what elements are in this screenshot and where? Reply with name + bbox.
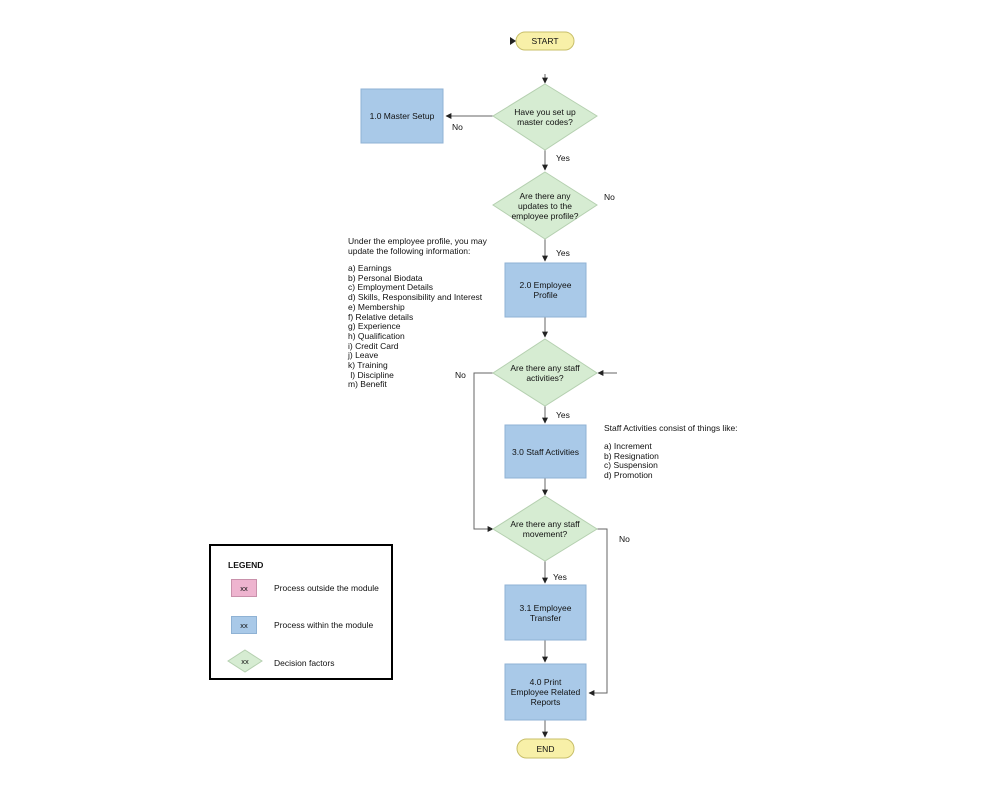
list-item: j) Leave (348, 350, 379, 361)
staff-movement-question: Are there any staff movement? (493, 496, 597, 561)
legend-box: LEGEND xx Process outside the module xx … (209, 544, 393, 680)
profile-updates-line3: employee profile? (511, 210, 579, 221)
decision-master-codes (492, 83, 598, 151)
legend-swatch-within: xx (231, 616, 257, 634)
profile-note-line1: Under the employee profile, you may (348, 236, 487, 246)
employee-profile-label: 2.0 Employee Profile (505, 263, 586, 317)
staff-activities-question: Are there any staff activities? (493, 339, 597, 406)
process-employee-profile (504, 262, 587, 318)
legend-title: LEGEND (228, 560, 264, 570)
decision-profile-updates (492, 171, 598, 240)
print-reports-line3: Reports (530, 697, 561, 707)
profile-note-list: a) Earnings b) Personal Biodata c) Emplo… (348, 263, 483, 390)
process-staff-activities (504, 424, 587, 479)
list-item: b) Resignation (604, 450, 659, 461)
legend-within-label: Process within the module (274, 620, 374, 630)
profile-updates-question: Are there any updates to the employee pr… (493, 172, 597, 239)
staff-movement-line1: Are there any staff (510, 518, 580, 529)
staff-activities-q-line1: Are there any staff (510, 362, 580, 373)
edge-label-yes-profile: Yes (556, 248, 570, 258)
staff-activities-label: 3.0 Staff Activities (512, 446, 579, 457)
master-codes-line2: master codes? (517, 117, 573, 127)
edge-label-no-profile: No (604, 192, 615, 202)
staff-activities-q-line2: activities? (526, 372, 564, 383)
master-codes-question: Have you set up master codes? (493, 84, 597, 150)
legend-decision-label: Decision factors (274, 658, 335, 668)
legend-decision-diamond (227, 649, 263, 673)
start-label: START (531, 36, 559, 46)
edge-label-no-movement: No (619, 534, 630, 544)
profile-note-line2: update the following information: (348, 246, 471, 256)
employee-profile-line1: 2.0 Employee (519, 280, 572, 290)
list-item: a) Earnings (348, 263, 392, 273)
activities-note-title: Staff Activities consist of things like: (604, 423, 738, 433)
flow-connectors (445, 74, 617, 738)
end-terminator (516, 738, 575, 759)
print-reports-line2: Employee Related (510, 687, 581, 697)
list-item: c) Employment Details (348, 282, 434, 293)
master-setup-label: 1.0 Master Setup (369, 111, 435, 121)
edge-label-yes-movement: Yes (553, 572, 567, 582)
master-codes-line1: Have you set up (514, 107, 576, 117)
decision-staff-activities (492, 338, 598, 407)
process-master-setup (360, 88, 444, 144)
legend-outside-label: Process outside the module (274, 583, 379, 593)
list-item: b) Personal Biodata (348, 272, 423, 283)
decision-staff-movement (492, 495, 598, 562)
list-item: d) Promotion (604, 470, 653, 481)
legend-swatch-outside: xx (231, 579, 257, 597)
profile-updates-line1: Are there any (519, 190, 571, 201)
employee-transfer-line2: Transfer (529, 612, 562, 623)
edge-label-yes-activities: Yes (556, 410, 570, 420)
process-employee-transfer (504, 584, 587, 641)
activities-note-list: a) Increment b) Resignation c) Suspensio… (604, 441, 659, 481)
profile-updates-line2: updates to the (518, 200, 572, 211)
edge-label-yes-master: Yes (556, 153, 570, 163)
list-item: m) Benefit (348, 379, 387, 390)
print-reports-line1: 4.0 Print (529, 677, 562, 687)
list-item: c) Suspension (604, 460, 658, 471)
list-item: h) Qualification (348, 330, 405, 341)
edge-label-no-activities: No (455, 370, 466, 380)
employee-transfer-line1: 3.1 Employee (519, 602, 572, 613)
profile-note-heading: Under the employee profile, you may upda… (348, 236, 487, 256)
list-item: f) Relative details (348, 311, 414, 322)
edge-label-no-master: No (452, 122, 463, 132)
process-print-reports (504, 663, 587, 721)
list-item: a) Increment (604, 441, 652, 451)
employee-profile-line2: Profile (533, 290, 558, 300)
legend-decision-swatch-text: xx (241, 656, 249, 666)
list-item: d) Skills, Responsibility and Interest (348, 292, 483, 303)
list-item: i) Credit Card (348, 340, 399, 351)
staff-movement-line2: movement? (522, 528, 568, 539)
start-pointer-icon (510, 37, 516, 45)
list-item: l) Discipline (348, 369, 394, 380)
list-item: e) Membership (348, 301, 405, 312)
employee-transfer-label: 3.1 Employee Transfer (505, 585, 586, 640)
print-reports-label: 4.0 Print Employee Related Reports (505, 664, 586, 720)
list-item: g) Experience (348, 321, 401, 332)
list-item: k) Training (348, 360, 388, 371)
end-label: END (536, 743, 555, 754)
